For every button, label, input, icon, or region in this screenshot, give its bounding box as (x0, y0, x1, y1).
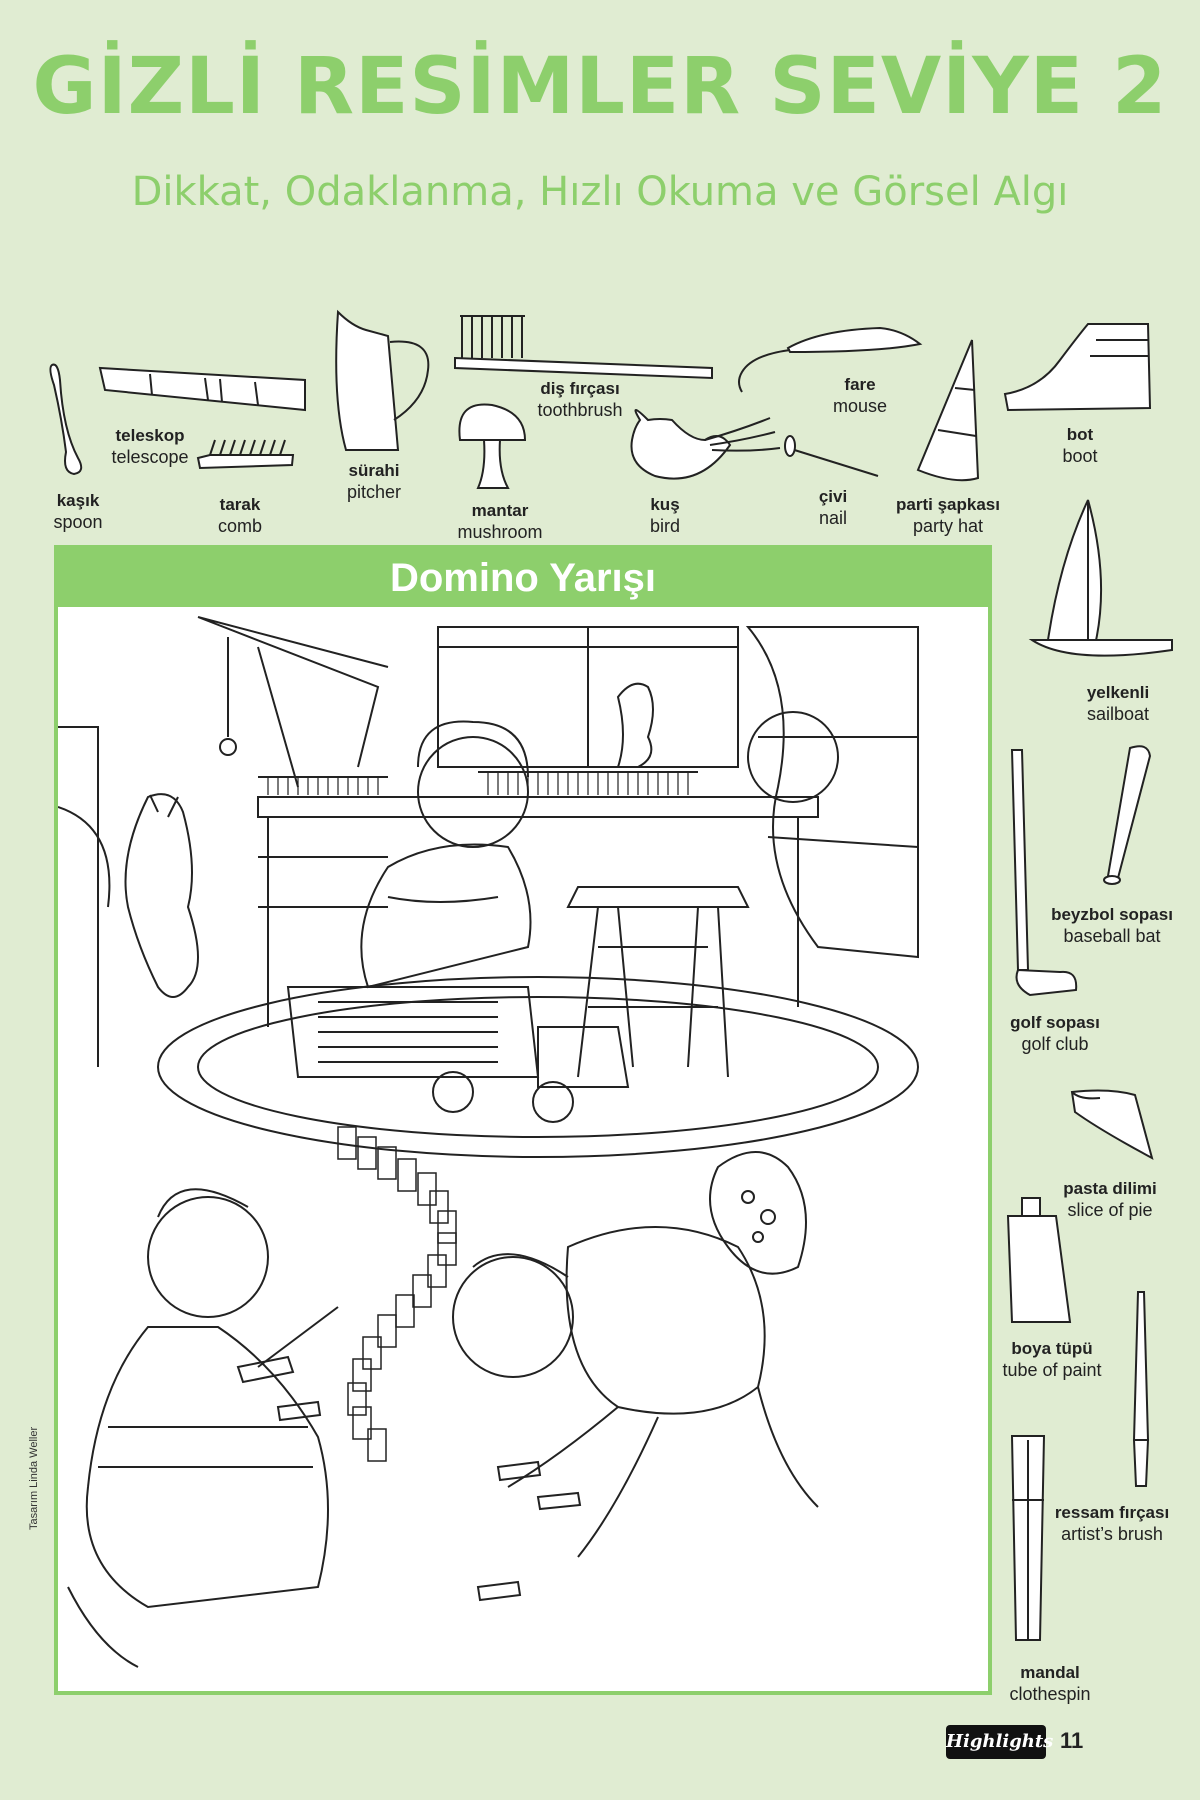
paintbrush-icon (1132, 1291, 1150, 1487)
item-label-tr: tarak (219, 495, 261, 514)
item-label-en: mouse (832, 396, 888, 417)
item-label-tr: çivi (818, 487, 848, 506)
golf-club-icon (1010, 749, 1078, 997)
item-label-tr: ressam fırçası (1054, 1503, 1170, 1522)
boot-icon (1003, 323, 1152, 412)
pitcher-icon (335, 309, 430, 451)
item-label-tr: beyzbol sopası (1051, 905, 1173, 924)
item-label-tr: pasta dilimi (1063, 1179, 1157, 1198)
highlights-logo: Highlights (946, 1725, 1053, 1759)
party-hat-icon (916, 339, 980, 482)
pie-slice-icon (1070, 1089, 1154, 1160)
clothespin-icon (1010, 1435, 1046, 1641)
item-label-en: clothespin (1009, 1684, 1091, 1705)
sailboat-icon (1028, 499, 1173, 657)
scene-illustration (58, 616, 919, 1668)
item-label-tr: kuş (650, 495, 680, 514)
item-label-tr: bot (1066, 425, 1094, 444)
telescope-icon (98, 366, 306, 412)
puzzle-scene: Domino Yarışı (54, 545, 992, 1695)
item-label-tr: diş fırçası (540, 379, 620, 398)
item-label-en: artist’s brush (1061, 1524, 1163, 1545)
illustrator-credit: Tasarım Linda Weller (28, 1426, 40, 1530)
page-subtitle: Dikkat, Odaklanma, Hızlı Okuma ve Görsel… (131, 169, 1069, 215)
page-title: GİZLİ RESİMLER SEVİYE 2 (32, 42, 1168, 132)
item-label-en: pitcher (346, 482, 402, 503)
item-label-en: mushroom (457, 522, 543, 543)
item-label-tr: mantar (471, 501, 529, 520)
mouse-icon (738, 326, 923, 393)
toothbrush-icon (454, 315, 713, 380)
item-label-en: spoon (53, 512, 103, 533)
item-label-tr: mandal (1020, 1663, 1080, 1682)
nail-icon (784, 435, 879, 477)
item-label-en: bird (649, 516, 681, 537)
item-label-en: boot (1062, 446, 1098, 467)
item-label-en: nail (818, 508, 848, 529)
item-label-tr: fare (844, 375, 876, 394)
scene-title: Domino Yarışı (58, 549, 988, 607)
item-label-en: telescope (111, 447, 189, 468)
item-label-tr: parti şapkası (896, 495, 1000, 514)
item-label-en: party hat (912, 516, 984, 537)
item-label-en: comb (217, 516, 263, 537)
item-label-en: golf club (1021, 1034, 1089, 1055)
bird-icon (630, 409, 781, 480)
comb-icon (196, 439, 295, 470)
item-label-en: slice of pie (1067, 1200, 1153, 1221)
paint-tube-icon (1006, 1197, 1072, 1323)
baseball-bat-icon (1103, 745, 1152, 885)
item-label-tr: boya tüpü (1011, 1339, 1093, 1358)
item-label-en: toothbrush (537, 400, 623, 421)
item-label-tr: golf sopası (1010, 1013, 1100, 1032)
item-label-en: sailboat (1086, 704, 1150, 725)
item-label-tr: sürahi (348, 461, 400, 480)
page-number: 11 (1060, 1728, 1084, 1753)
spoon-icon (49, 363, 83, 476)
mushroom-icon (458, 403, 527, 489)
item-label-en: tube of paint (1002, 1360, 1102, 1381)
item-label-en: baseball bat (1063, 926, 1161, 947)
item-label-tr: yelkenli (1086, 683, 1150, 702)
item-label-tr: teleskop (115, 426, 185, 445)
item-label-tr: kaşık (56, 491, 100, 510)
